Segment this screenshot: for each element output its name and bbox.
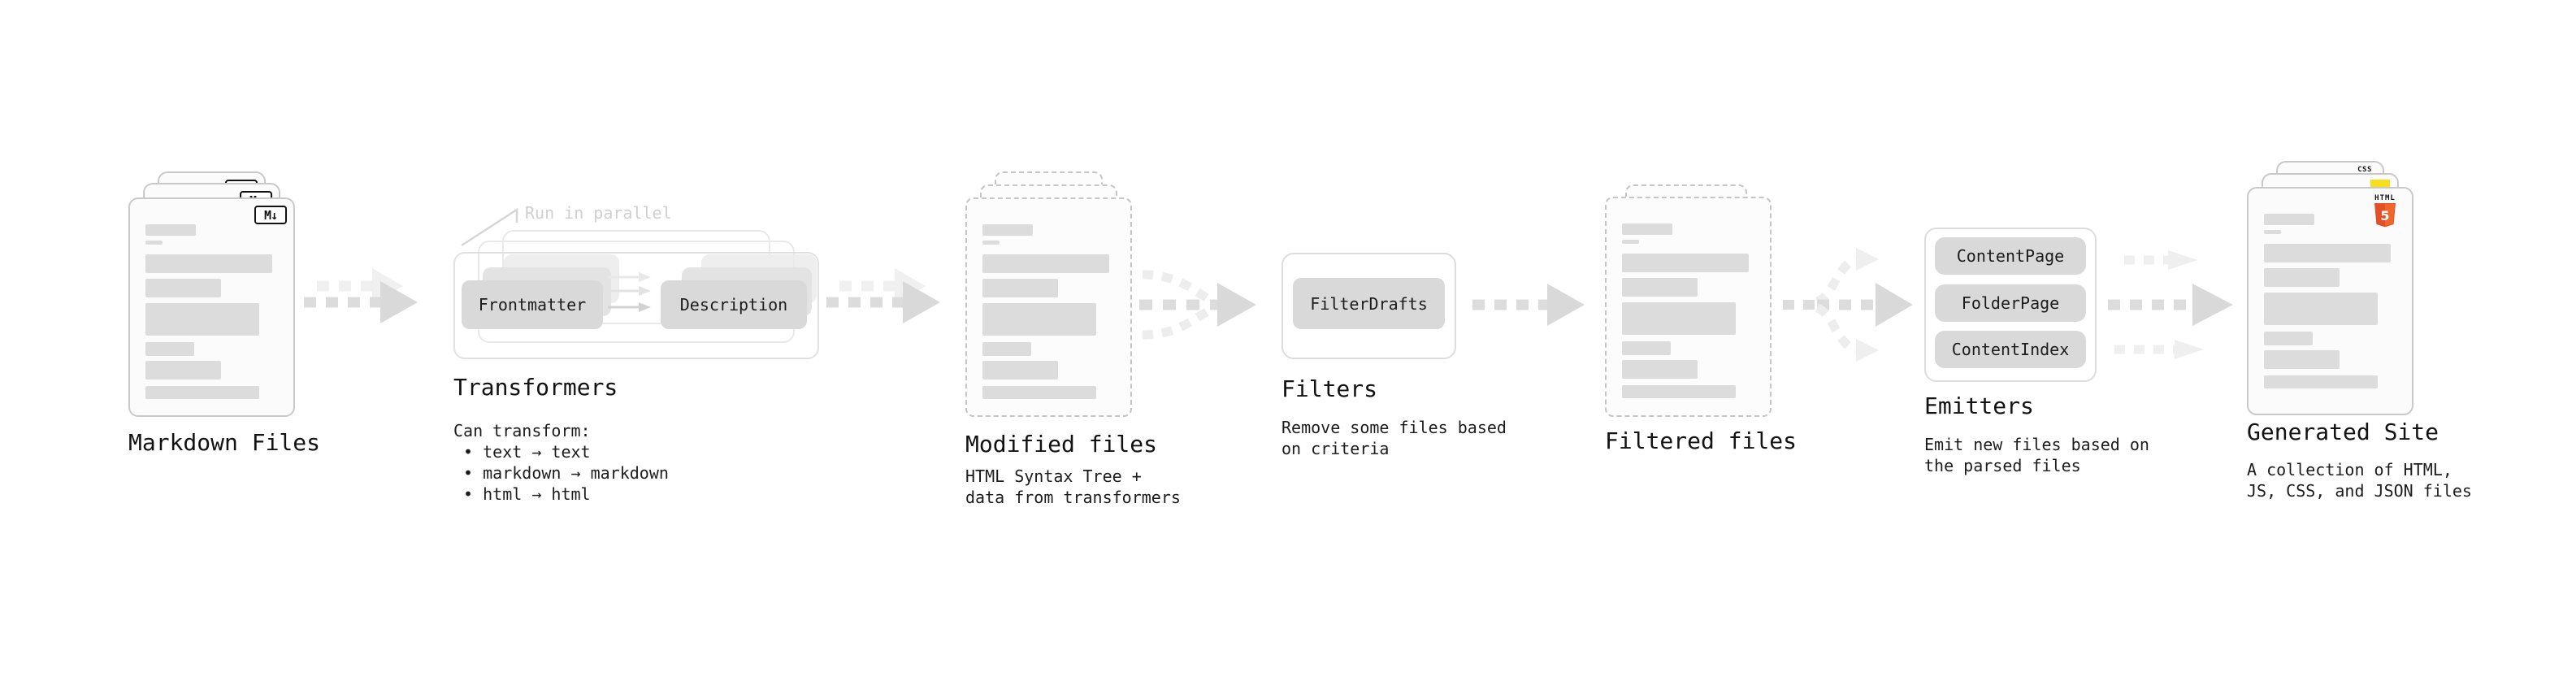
text-line-bar <box>982 386 1097 399</box>
stage-filters: FilterDrafts Filters Remove some files b… <box>1281 253 1507 480</box>
text-line-bar <box>1622 302 1737 335</box>
filtered-files-label: Filtered files <box>1605 427 1798 454</box>
modified-file-front <box>965 197 1132 417</box>
run-in-parallel-note: Run in parallel <box>525 203 672 223</box>
stage-generated-site: CSS HTML 5 Generated Site A collection o… <box>2247 161 2491 518</box>
text-line-bar <box>1622 360 1698 379</box>
transformers-description: Can transform: • text → text • markdown … <box>453 421 669 504</box>
text-line-bar <box>2264 268 2340 287</box>
html-file-front: HTML 5 <box>2247 187 2413 415</box>
arrow-emitters-to-generated <box>2108 250 2233 359</box>
modified-files-description: HTML Syntax Tree + data from transformer… <box>965 466 1181 507</box>
text-line-bar <box>2264 375 2379 388</box>
stage-transformers: Run in parallel Frontmatter Description … <box>453 195 835 536</box>
transformers-label: Transformers <box>453 374 618 401</box>
arrow-filters-to-filtered <box>1472 284 1585 326</box>
text-line-bar <box>2264 332 2314 345</box>
text-line-bar <box>145 303 260 336</box>
contentindex-pill: ContentIndex <box>1935 331 2086 368</box>
filterdrafts-pill: FilterDrafts <box>1293 278 1445 329</box>
text-line-bar <box>2264 214 2314 225</box>
text-line-bar <box>1622 278 1698 297</box>
filters-label: Filters <box>1281 375 1378 402</box>
text-line-bar <box>982 241 1000 245</box>
folderpage-pill: FolderPage <box>1935 284 2086 322</box>
markdown-icon: M↓ <box>254 206 287 224</box>
text-line-bar <box>1622 341 1672 355</box>
filtered-file-front <box>1605 197 1772 417</box>
markdown-file-front: M↓ <box>128 197 295 417</box>
frontmatter-pill: Frontmatter <box>462 280 603 329</box>
text-line-bar <box>982 254 1110 273</box>
text-line-bar <box>145 342 195 356</box>
text-line-bar <box>145 361 221 380</box>
svg-text:5: 5 <box>2380 208 2389 223</box>
text-line-bar <box>1622 385 1737 398</box>
text-line-bar <box>1622 240 1640 244</box>
markdown-files-label: Markdown Files <box>128 429 321 456</box>
text-line-bar <box>2264 230 2282 234</box>
text-line-bar <box>982 279 1058 297</box>
text-line-bar <box>982 303 1097 336</box>
arrow-modified-to-filters <box>1139 270 1256 340</box>
text-line-bar <box>145 279 221 297</box>
emitters-label: Emitters <box>1924 393 2034 419</box>
text-line-bar <box>145 254 273 273</box>
text-line-bar <box>2264 293 2379 325</box>
emitters-description: Emit new files based on the parsed files <box>1924 435 2149 475</box>
generated-site-label: Generated Site <box>2247 419 2439 445</box>
text-line-bar <box>2264 350 2340 369</box>
arrow-transformers-to-modified <box>826 268 940 323</box>
stage-modified-files: Modified files HTML Syntax Tree + data f… <box>965 171 1209 513</box>
description-pill: Description <box>661 280 807 329</box>
text-line-bar <box>982 224 1033 236</box>
text-line-bar <box>145 224 196 236</box>
text-line-bar <box>982 361 1058 380</box>
text-line-bar <box>982 342 1032 356</box>
contentpage-pill: ContentPage <box>1935 237 2086 275</box>
transformer-step-arrows <box>608 272 651 312</box>
document-text-placeholder <box>1622 223 1754 398</box>
filters-description: Remove some files based on criteria <box>1281 418 1507 458</box>
text-line-bar <box>145 386 260 399</box>
text-line-bar <box>1622 254 1750 272</box>
parallel-note-leader-line <box>461 207 518 247</box>
text-line-bar <box>1622 223 1672 235</box>
document-text-placeholder <box>982 224 1115 399</box>
document-text-placeholder <box>145 224 278 399</box>
text-line-bar <box>145 241 163 245</box>
arrow-filtered-to-emitters <box>1783 248 1913 362</box>
html5-icon: HTML 5 <box>2366 194 2404 228</box>
document-text-placeholder <box>2264 214 2396 388</box>
text-line-bar <box>2264 244 2392 262</box>
stage-markdown-files: M↓ M↓ M↓ Markdown Files <box>128 171 340 464</box>
generated-site-description: A collection of HTML, JS, CSS, and JSON … <box>2247 460 2472 501</box>
transformer-layer-front <box>453 252 819 359</box>
modified-files-label: Modified files <box>965 431 1158 458</box>
stage-filtered-files: Filtered files <box>1605 184 1832 510</box>
arrow-markdown-to-transformers <box>304 268 418 323</box>
stage-emitters: ContentPage FolderPage ContentIndex Emit… <box>1924 228 2168 488</box>
